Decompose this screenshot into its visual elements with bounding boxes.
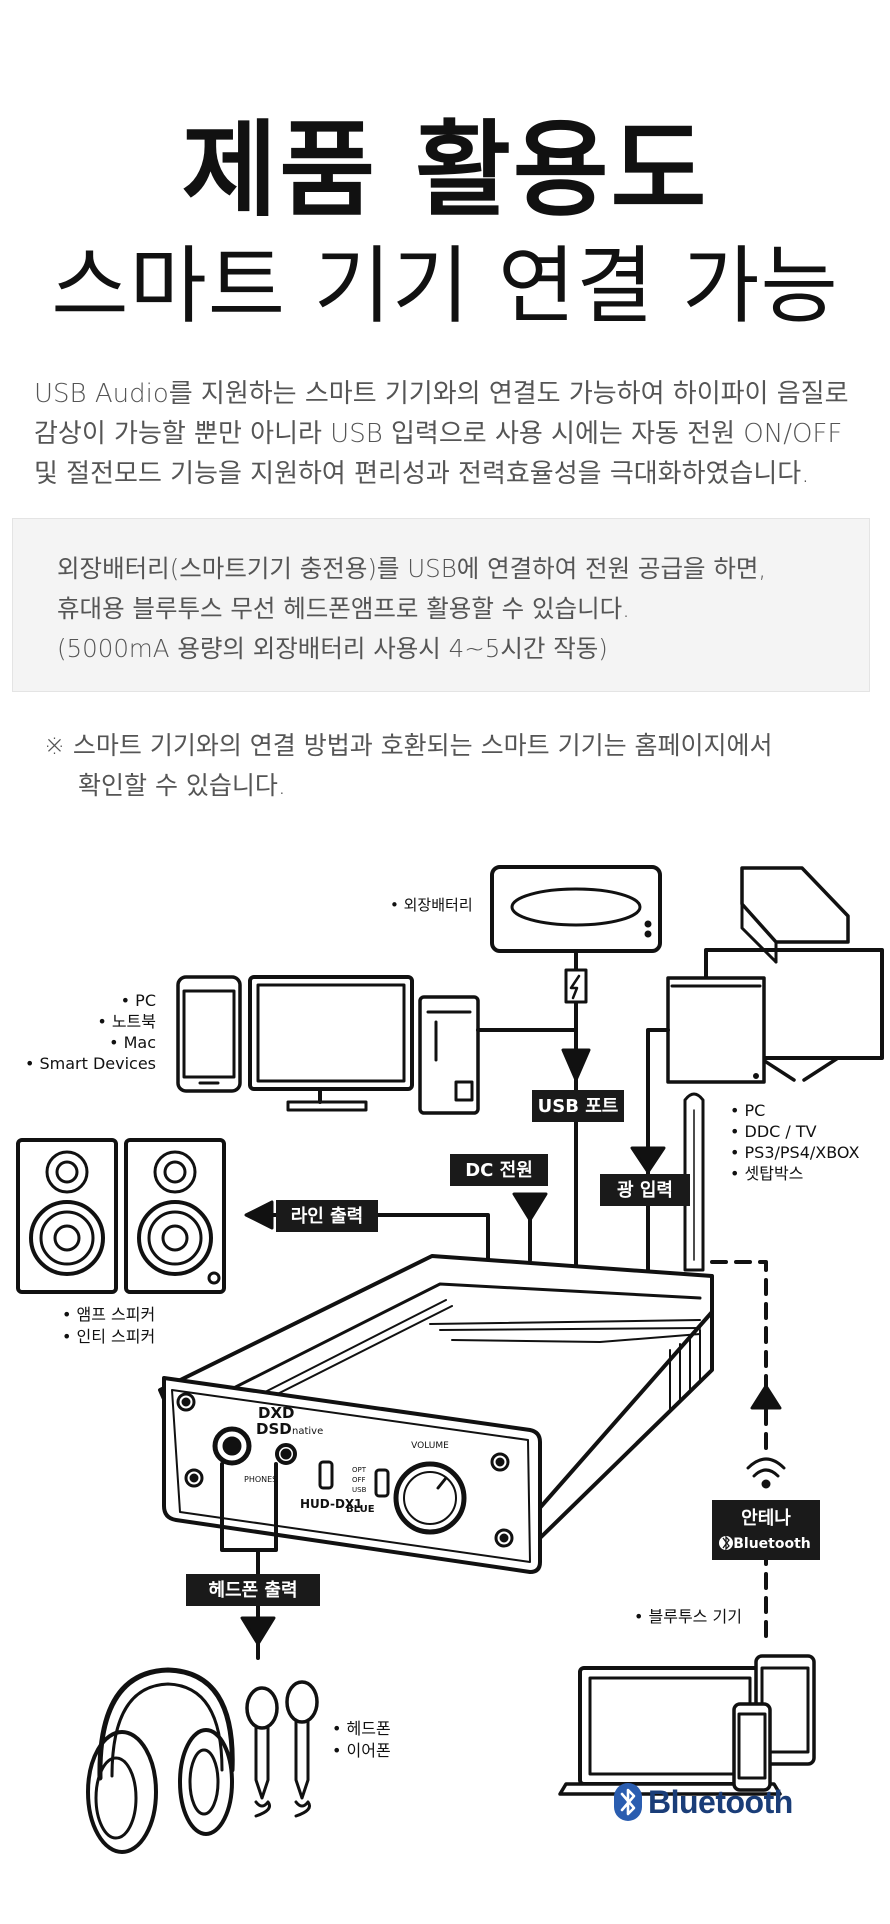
bluetooth-logo: Bluetooth	[614, 1782, 793, 1822]
device-phones-label: PHONES	[244, 1475, 277, 1484]
pc-source-label: • Mac	[109, 1033, 156, 1052]
phone-icon	[732, 1702, 772, 1792]
headphone-type-label: • 헤드폰	[332, 1719, 391, 1738]
page-title: 제품 활용도	[181, 109, 709, 231]
device-volume-label: VOLUME	[411, 1441, 449, 1451]
bluetooth-icon	[719, 1535, 733, 1551]
lightning-cable-icon	[564, 968, 588, 1004]
note-line: 휴대용 블루투스 무선 헤드폰앰프로 활용할 수 있습니다.	[57, 594, 630, 623]
page-subtitle: 스마트 기기 연결 가능	[51, 237, 839, 335]
wifi-signal-icon	[746, 1457, 786, 1489]
headphones-icon	[86, 1667, 235, 1854]
monitor-icon	[248, 975, 414, 1112]
game-console-icon	[666, 976, 766, 1084]
battery-note-box: 외장배터리(스마트기기 충전용)를 USB에 연결하여 전원 공급을 하면, 휴…	[12, 518, 870, 692]
headphone-type-label: • 이어폰	[332, 1741, 391, 1760]
headphone-out-label: 헤드폰 출력	[208, 1580, 297, 1601]
device-logo-dxd: DXD	[258, 1404, 294, 1422]
pc-source-label: • 노트북	[97, 1012, 156, 1031]
smartphone-icon	[176, 975, 242, 1093]
device-logo-native: native	[292, 1426, 323, 1437]
pc-source-label: • Smart Devices	[25, 1054, 156, 1073]
settop-box-icon	[740, 866, 850, 964]
usb-port-label: USB 포트	[538, 1096, 619, 1117]
battery-label: • 외장배터리	[390, 896, 473, 914]
device-badge-label: BLUE	[346, 1504, 375, 1515]
label-boxes	[186, 1090, 820, 1606]
antenna-label: 안테나	[741, 1508, 791, 1529]
speaker-left-icon	[16, 1138, 118, 1294]
speaker-label: • 앰프 스피커	[62, 1305, 155, 1324]
remark-note: ※ 스마트 기기와의 연결 방법과 호환되는 스마트 기기는 홈페이지에서 확인…	[44, 726, 773, 806]
speaker-label: • 인티 스피커	[62, 1327, 155, 1346]
bluetooth-device-label: • 블루투스 기기	[634, 1607, 742, 1626]
note-text: 외장배터리(스마트기기 충전용)를 USB에 연결하여 전원 공급을 하면, 휴…	[57, 549, 766, 669]
speaker-right-icon	[124, 1138, 226, 1294]
device-switch-usb: USB	[352, 1486, 367, 1494]
bluetooth-rune-icon	[614, 1783, 642, 1821]
connection-diagram: • 외장배터리 • PC • 노트북 • Mac • Smart Devices…	[0, 850, 890, 1920]
external-battery-icon	[490, 865, 662, 953]
source-device-label: • DDC / TV	[730, 1122, 817, 1141]
antenna-bluetooth-label: Bluetooth	[733, 1536, 811, 1552]
intro-line: USB Audio를 지원하는 스마트 기기와의 연결도 가능하여 하이파이 음…	[34, 379, 849, 409]
source-device-label: • PS3/PS4/XBOX	[730, 1143, 860, 1162]
note-line: (5000mA 용량의 외장배터리 사용시 4~5시간 작동)	[57, 634, 608, 663]
remark-line: 확인할 수 있습니다.	[78, 771, 286, 800]
earphones-icon	[245, 1680, 319, 1818]
intro-line: 및 절전모드 기능을 지원하여 편리성과 전력효율성을 극대화하였습니다.	[34, 459, 810, 489]
dc-power-label: DC 전원	[465, 1160, 533, 1181]
device-switch-off: OFF	[352, 1476, 366, 1484]
pc-tower-icon	[418, 995, 480, 1115]
remark-line: ※ 스마트 기기와의 연결 방법과 호환되는 스마트 기기는 홈페이지에서	[44, 731, 773, 760]
source-device-label: • PC	[730, 1101, 765, 1120]
line-out-label: 라인 출력	[291, 1206, 364, 1227]
device-switch-opt: OPT	[352, 1466, 367, 1474]
note-line: 외장배터리(스마트기기 충전용)를 USB에 연결하여 전원 공급을 하면,	[57, 554, 767, 583]
device-logo-dsd: DSD	[256, 1420, 292, 1438]
device-model-label: HUD-DX1	[300, 1497, 363, 1511]
intro-line: 감상이 가능할 뿐만 아니라 USB 입력으로 사용 시에는 자동 전원 ON/…	[34, 419, 843, 449]
pc-source-label: • PC	[121, 991, 156, 1010]
intro-paragraph: USB Audio를 지원하는 스마트 기기와의 연결도 가능하여 하이파이 음…	[34, 374, 864, 494]
bluetooth-wordmark: Bluetooth	[648, 1783, 793, 1820]
optical-input-label: 광 입력	[617, 1179, 673, 1201]
hud-dx1-device-illustration	[158, 1254, 714, 1574]
source-device-label: • 셋탑박스	[730, 1164, 803, 1183]
